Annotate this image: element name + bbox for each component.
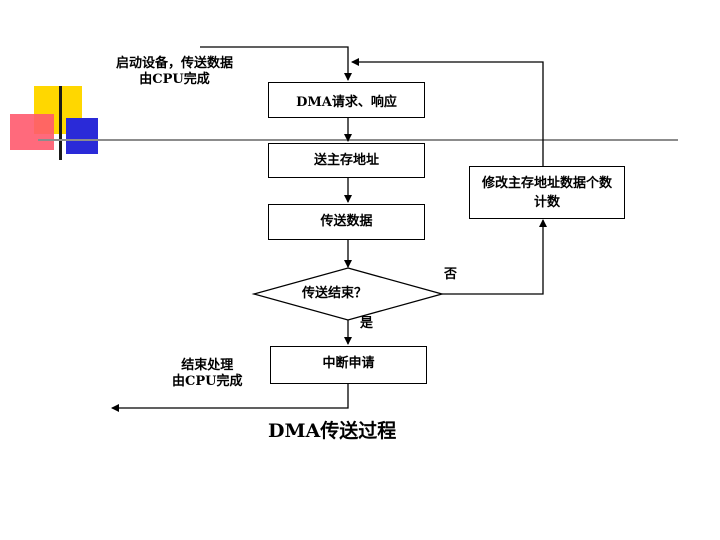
no-branch-arrow: [442, 219, 547, 295]
start-note: 启动设备，传送数据 由CPU完成: [116, 56, 233, 88]
end-note: 结束处理 由CPU完成: [172, 358, 242, 390]
end-exit-arrow: [111, 384, 349, 412]
start-note-line2: 由CPU完成: [139, 72, 210, 87]
end-note-line2: 由CPU完成: [172, 374, 243, 389]
modify-counters-line1: 修改主存地址数据个数: [481, 176, 612, 191]
deco-red-square: [10, 114, 54, 150]
start-note-line1: 启动设备，传送数据: [116, 56, 234, 71]
transfer-data-label: 传送数据: [320, 214, 373, 229]
interrupt-request-box: 中断申请: [270, 346, 427, 384]
deco-horizontal-rule: [38, 139, 678, 141]
dma-request-label: DMA请求、响应: [296, 94, 397, 110]
transfer-data-box: 传送数据: [268, 204, 425, 240]
interrupt-request-label: 中断申请: [322, 356, 375, 371]
no-branch-label: 否: [444, 267, 458, 282]
dma-request-box: DMA请求、响应: [268, 82, 425, 118]
modify-counters-box: 修改主存地址数据个数 计数: [469, 166, 625, 219]
send-address-box: 送主存地址: [268, 143, 425, 178]
diagram-caption: DMA传送过程: [268, 420, 397, 442]
yes-branch-label: 是: [360, 316, 374, 331]
end-note-line1: 结束处理: [181, 358, 234, 373]
modify-counters-line2: 计数: [533, 195, 560, 210]
start-entry-arrow: [200, 46, 352, 81]
deco-vertical-bar: [59, 86, 62, 160]
loop-return-arrow: [351, 58, 544, 182]
transfer-done-label: 传送结束？: [302, 286, 368, 301]
send-address-label: 送主存地址: [313, 153, 379, 168]
deco-blue-square: [66, 118, 98, 154]
